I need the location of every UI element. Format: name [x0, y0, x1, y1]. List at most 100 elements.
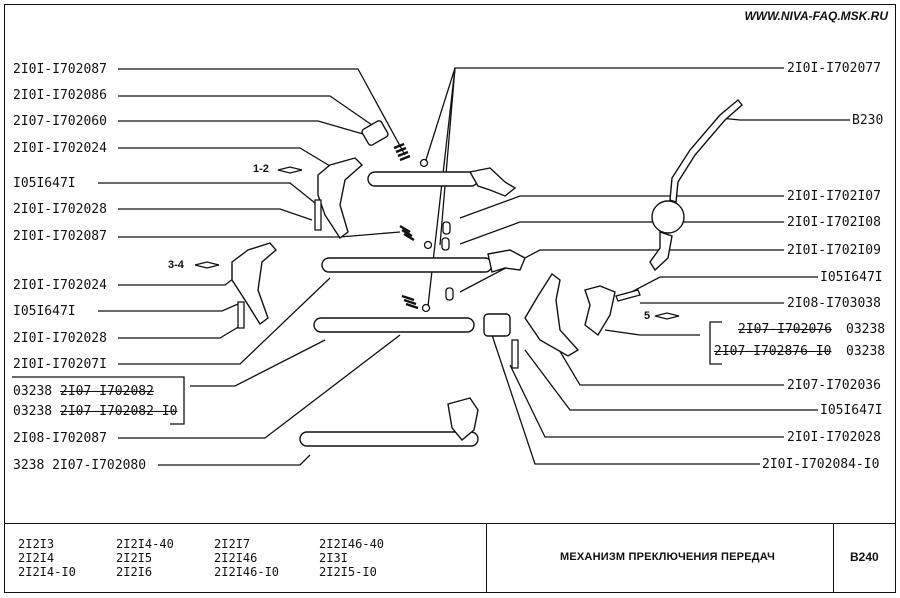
part-label: 2I07-I702036 [787, 378, 881, 393]
model-code: 2I2I3 [18, 537, 55, 551]
leader-line [557, 347, 784, 386]
left-bracket [12, 376, 185, 425]
bracket-code: 2I07-I702082 [60, 384, 154, 399]
bolt [615, 289, 641, 302]
spacer-sleeve [361, 120, 389, 146]
title-block-divider-1 [486, 523, 487, 593]
bolt [237, 301, 245, 329]
pin [442, 221, 451, 235]
leader-line [524, 349, 818, 411]
fork-end-bottom [447, 397, 479, 441]
drawing-code: B240 [850, 550, 879, 564]
model-code: 2I3I [319, 551, 348, 565]
bolt [314, 199, 322, 231]
bracket-code: 2I07-I702076 [738, 322, 832, 337]
fork-5 [524, 272, 580, 357]
part-label: 2I0I-I702024 [13, 141, 107, 156]
leader-line [604, 329, 700, 336]
ball [423, 240, 433, 250]
title-block-frame [4, 523, 896, 593]
leader-line [491, 334, 760, 465]
right-bracket [709, 321, 722, 365]
part-label: 2I0I-I702028 [787, 430, 881, 445]
part-label: 2I08-I703038 [787, 296, 881, 311]
leader-line [190, 339, 326, 387]
part-label: 2I0I-I702084-I0 [762, 457, 880, 472]
part-label: I05I647I [13, 176, 76, 191]
ball [421, 303, 431, 313]
model-code: 2I2I6 [116, 565, 153, 579]
model-code: 2I2I7 [214, 537, 251, 551]
leader-line [158, 454, 311, 466]
gear-mark-3-4: 3-4 [168, 259, 184, 271]
leader-line [98, 182, 316, 204]
part-label: 2I0I-I702028 [13, 202, 107, 217]
part-label: 2I0I-I702086 [13, 88, 107, 103]
leader-line [459, 221, 784, 245]
leader-line [118, 231, 401, 238]
model-code: 2I2I46-I0 [214, 565, 280, 579]
pin [445, 287, 454, 301]
shift-rod-middle [321, 257, 493, 273]
part-label: 2I08-I702087 [13, 431, 107, 446]
model-code: 2I2I4 [18, 551, 55, 565]
leader-line [118, 147, 341, 173]
part-label: 2I0I-I702028 [13, 331, 107, 346]
lever-5 [584, 285, 616, 337]
drawing-title: МЕХАНИЗМ ПРЕКЛЮЧЕНИЯ ПЕРЕДАЧ [560, 551, 776, 563]
bracket-suffix: 03238 [846, 344, 886, 359]
part-label: 2I0I-I702I09 [787, 243, 881, 258]
fork-end-middle [487, 249, 526, 273]
bracket-prefix: 03238 [13, 384, 53, 399]
leader-line [118, 68, 406, 156]
arrow-5 [654, 312, 680, 320]
part-label: I05I647I [820, 270, 883, 285]
gear-lever [669, 99, 743, 203]
leader-line [719, 117, 850, 121]
leader-line [509, 364, 784, 438]
bracket-prefix: 03238 [13, 404, 53, 419]
fork-1-2 [317, 157, 364, 240]
model-code: 2I2I46 [214, 551, 258, 565]
model-code: 2I2I5 [116, 551, 153, 565]
shift-rod-upper [367, 171, 479, 187]
title-block-divider-2 [833, 523, 834, 593]
leader-line [118, 325, 241, 339]
part-label: 2I07-I702060 [13, 114, 107, 129]
model-code: 2I2I5-I0 [319, 565, 377, 579]
leader-line [118, 95, 373, 126]
spring-upper [393, 142, 411, 162]
leader-line [118, 277, 331, 365]
gear-mark-1-2: 1-2 [253, 163, 269, 175]
model-code: 2I2I4-40 [116, 537, 174, 551]
leader-line [439, 67, 456, 246]
bolt [511, 339, 519, 369]
pin [441, 237, 450, 251]
part-label: 2I0I-I70207I [13, 357, 107, 372]
arrow-3-4 [194, 261, 220, 269]
model-code: 2I2I4-I0 [18, 565, 76, 579]
shift-rod-lower [313, 317, 475, 333]
leader-line [459, 249, 784, 293]
part-label: B230 [852, 113, 884, 128]
leader-line [118, 120, 371, 137]
part-label: I05I647I [820, 403, 883, 418]
part-label: 2I0I-I702I08 [787, 215, 881, 230]
gear-mark-5: 5 [644, 310, 651, 322]
part-label: I05I647I [13, 304, 76, 319]
leader-line [619, 276, 818, 299]
leader-line [118, 334, 401, 439]
part-label: 2I0I-I702I07 [787, 189, 881, 204]
part-label: 2I0I-I702024 [13, 278, 107, 293]
part-label: 3238 2I07-I702080 [13, 458, 147, 473]
spring-middle [399, 224, 415, 242]
bracket-suffix: 03238 [846, 322, 886, 337]
part-label: 2I0I-I702087 [13, 229, 107, 244]
part-label: 2I0I-I702087 [13, 62, 107, 77]
bracket-code: 2I07-I702082-I0 [60, 404, 178, 419]
leader-line [118, 208, 313, 221]
lever-ball [651, 200, 685, 234]
arrow-1-2 [277, 166, 303, 174]
spring-lower [401, 294, 419, 310]
